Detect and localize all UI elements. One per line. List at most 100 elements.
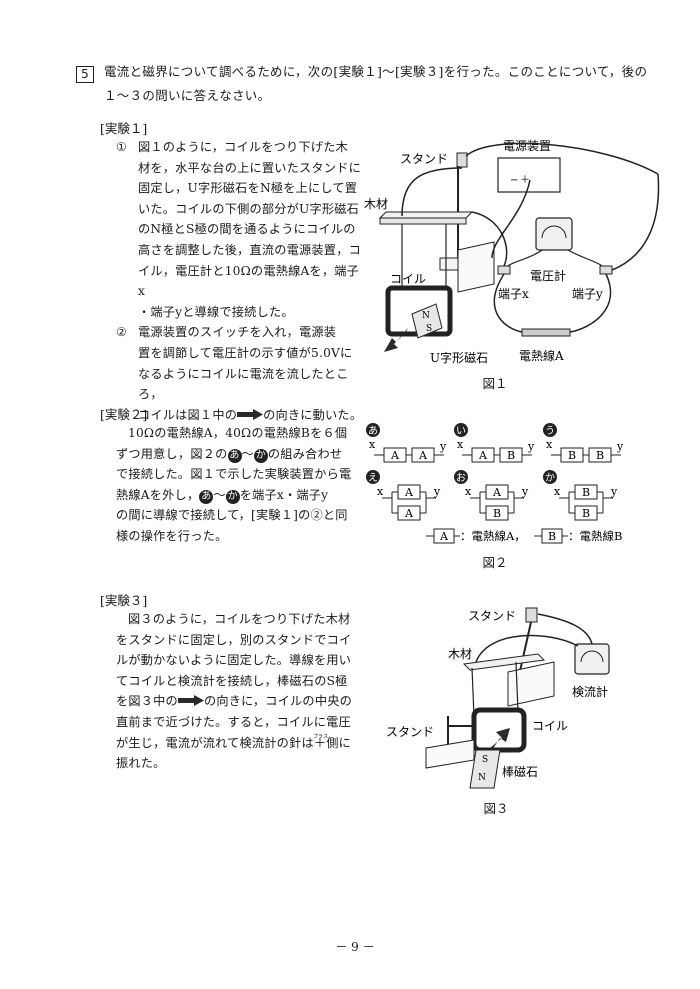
step2-number: ② [116, 325, 128, 340]
resistor-label: B [596, 449, 604, 462]
coil-wire [515, 661, 519, 713]
x-label: x [554, 485, 561, 498]
figure-2-caption: 図２ [482, 555, 508, 570]
y-label: y [433, 485, 441, 498]
wire [567, 249, 603, 267]
exp2-line-text: を端子x・端子y [239, 487, 329, 502]
combo-label: あ [368, 425, 378, 437]
combo-label: い [456, 426, 466, 437]
circle-ka-icon: か [225, 489, 240, 504]
y-label: y [527, 440, 535, 453]
wood-label: 木材 [364, 197, 388, 211]
power-supply-label: 電源装置 [503, 139, 551, 153]
resistor-label: B [582, 486, 590, 499]
galvanometer-label: 検流計 [572, 684, 608, 699]
wire [537, 613, 593, 645]
resistor-label: B [493, 507, 501, 520]
magnet-s-label: S [482, 755, 488, 765]
legend: A ：電熱線A， B ：電熱線B [426, 528, 622, 544]
terminal-x-label: 端子x [498, 287, 529, 301]
exp3-line-text: を図３中の [116, 694, 178, 709]
resistor-label: A [418, 449, 428, 462]
coil-wire [471, 667, 475, 717]
tilde: ～ [213, 487, 226, 502]
tilde: ～ [241, 446, 254, 461]
label-circle-icon [366, 423, 380, 437]
exp2-line: の間に導線で接続して，[実験１]の②と同 [116, 508, 348, 523]
stand-label: スタンド [400, 152, 448, 166]
resistor-label: A [404, 507, 414, 520]
exp1-step2: ② 電源装置のスイッチを入れ，電源装 置を調節して電圧計の示す値が5.0Vに な… [116, 322, 366, 425]
step1-line: 材を，水平な台の上に置いたスタンドに [138, 160, 361, 175]
exp3-line: が生じ，電流が流れて検流計の針はプラス＋側に [116, 733, 366, 754]
label-circle-icon [543, 470, 557, 484]
combo-label: お [456, 472, 466, 484]
question-lead: 電流と磁界について調べるために，次の[実験１]～[実験３]を行った。このことにつ… [104, 60, 664, 108]
figure-1-caption: 図１ [482, 376, 508, 391]
wood-bar [462, 653, 546, 671]
wire [507, 249, 543, 267]
step1-line: ・端子yと導線で接続した。 [138, 304, 294, 319]
bar-magnet [469, 749, 501, 789]
resistor-label: A [478, 449, 488, 462]
voltmeter-dial [541, 225, 567, 239]
power-minus-label: − [510, 175, 518, 186]
resistor-label: B [507, 449, 515, 462]
exp3-line: を図３中のの向きに，コイルの中央の [116, 691, 366, 712]
exp2-line: 熱線Aを外し，あ～かを端子x・端子y [116, 485, 366, 506]
figure-1: − ＋ 電源装置 スタンド 木材 コイル N S U字形磁石 電圧計 端子x 端… [364, 139, 660, 365]
exp3-heading: [実験３] [100, 593, 148, 608]
stand-clamp [525, 607, 538, 623]
label-circle-icon [454, 423, 468, 437]
plus-sign: プラス＋ [313, 733, 328, 754]
wood-bar-front [379, 217, 467, 225]
step1-line: イル，電圧計と10Ωの電熱線Aを，端子x [138, 263, 360, 299]
lead-line-1: 電流と磁界について調べるために，次の[実験１]～[実験３]を行った。このことにつ… [104, 64, 648, 79]
exp2-line: 10Ωの電熱線A，40Ωの電熱線Bを６個 [128, 426, 348, 440]
exp2-line: ずつ用意し，図２のあ～かの組み合わせ [116, 444, 366, 465]
combo-a: あ x A A y [366, 423, 447, 463]
exp3-line-text: が生じ，電流が流れて検流計の針は [116, 735, 314, 750]
exp1-heading: [実験１] [100, 121, 148, 136]
exp2-line: 様の操作を行った。 [116, 528, 228, 543]
magnet-n-label: N [478, 773, 486, 783]
figure-2: あ x A A y い x A B y う x B B y [366, 423, 624, 544]
step1-line: 固定し，U字形磁石をN極を上にして置 [138, 181, 358, 196]
platform [457, 241, 495, 293]
legend-b-symbol: B [548, 530, 556, 543]
step2-line-before: コイルは図１中の [138, 407, 238, 422]
x-label: x [546, 438, 553, 451]
legend-a-label: ：電熱線A， [460, 529, 526, 543]
bar-magnet-label: 棒磁石 [502, 764, 538, 779]
wire [475, 634, 579, 663]
stand-top-label: スタンド [468, 609, 516, 623]
exp3-line-text: 側に [326, 735, 352, 750]
galvanometer [574, 643, 610, 675]
circle-a-icon: あ [227, 448, 242, 463]
y-label: y [610, 485, 618, 498]
page-number: － 9 － [335, 940, 375, 954]
step1-line: 図１のように，コイルをつり下げた木 [138, 140, 348, 154]
exp2-line-text: 熱線Aを外し， [116, 487, 200, 502]
wire [493, 273, 523, 333]
figure-3-caption: 図３ [483, 801, 509, 816]
exp1-step1: ① 図１のように，コイルをつり下げた木 材を，水平な台の上に置いたスタンドに 固… [116, 137, 366, 322]
exp2-text: 10Ωの電熱線A，40Ωの電熱線Bを６個 ずつ用意し，図２のあ～かの組み合わせ … [116, 423, 366, 547]
legend-a-symbol: A [439, 530, 449, 543]
magnet-s-label: S [426, 324, 432, 334]
label-circle-icon [454, 470, 468, 484]
movement-arrow-icon [384, 328, 408, 352]
resistor-label: A [492, 486, 502, 499]
exp2-line: で接続した。図１で示した実験装置から電 [116, 467, 352, 482]
step1-number: ① [116, 140, 128, 154]
coil-label: コイル [390, 272, 426, 286]
combo-o: お x A B y [454, 470, 529, 521]
wire [471, 211, 508, 267]
exp2-line-text: ずつ用意し，図２の [116, 446, 228, 461]
power-plus-label: ＋ [520, 175, 530, 186]
combo-e: え x A A y [366, 470, 441, 521]
y-label: y [521, 485, 529, 498]
approach-arrow-icon [490, 728, 510, 750]
wire [465, 142, 659, 175]
resistor-label: A [404, 486, 414, 499]
